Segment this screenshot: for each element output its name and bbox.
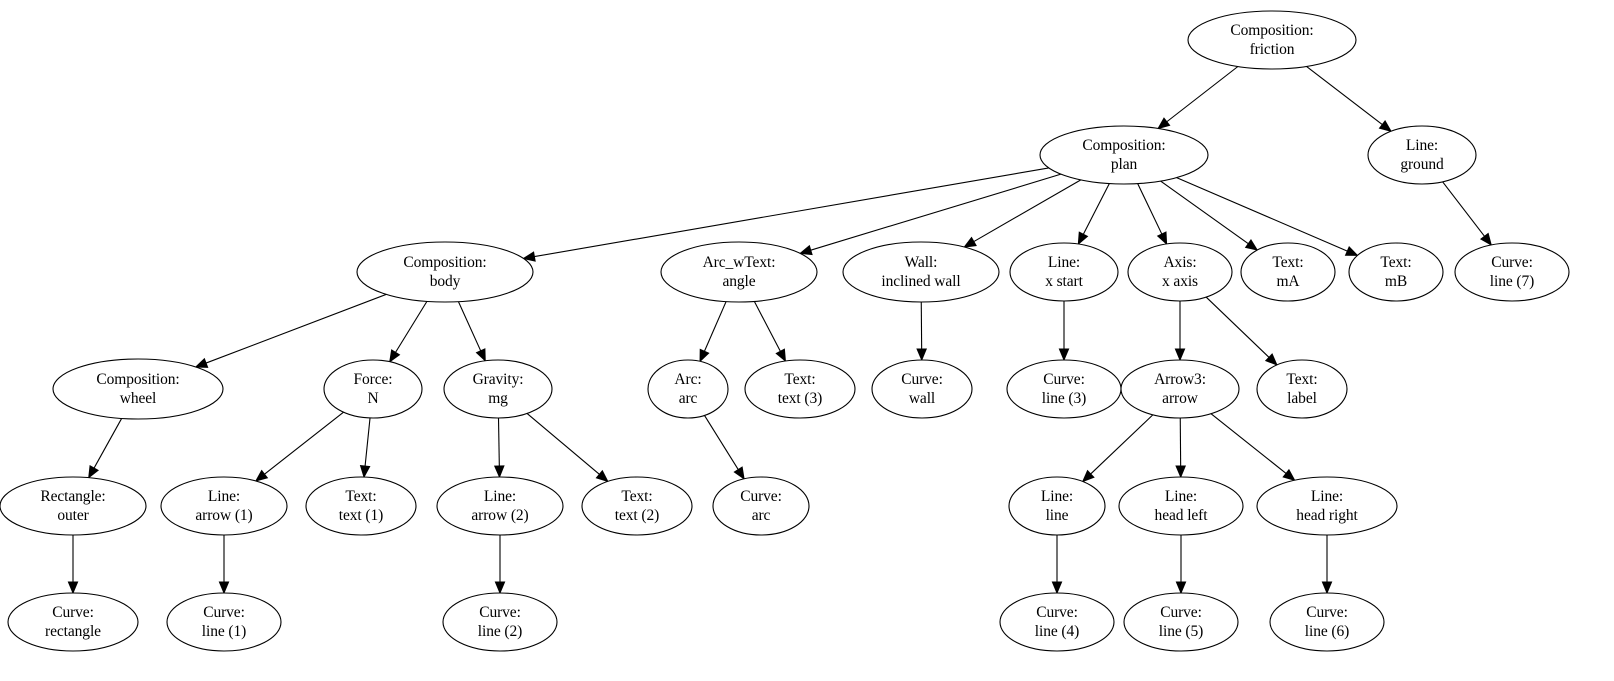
graph-node-text3[interactable] [744,359,856,419]
edge-arrowhead [798,244,813,256]
edge-arrowhead [1058,348,1070,362]
edge-arrowhead [254,469,269,482]
graph-node-plan[interactable] [1039,125,1209,185]
graph-edge [1205,296,1270,358]
edge-arrowhead [1081,469,1095,483]
nodes-layer [0,10,1570,652]
graph-node-body[interactable] [356,241,534,303]
graph-edge [703,301,727,352]
graph-node-ground[interactable] [1367,125,1477,185]
graph-edge [1442,181,1485,237]
graph-node-curveline1[interactable] [166,592,282,652]
graph-edge [364,417,371,467]
edge-arrowhead [1282,468,1296,482]
graph-edge [395,301,428,353]
edges-layer [67,66,1493,595]
graph-edge [1082,183,1110,235]
edge-arrowhead [733,466,745,480]
edge-arrowhead [1051,581,1063,595]
graph-edge [1166,66,1239,123]
edge-arrowhead [1344,245,1359,256]
edge-arrowhead [522,251,536,262]
edge-arrowhead [699,348,710,363]
edge-arrowhead [88,465,99,479]
graph-edge [1160,180,1249,245]
edge-arrowhead [1174,348,1186,362]
graph-node-arrow3[interactable] [1120,359,1240,419]
edge-arrowhead [359,465,371,479]
edge-arrowhead [963,236,977,248]
graph-edge [1306,66,1383,125]
graph-node-line3[interactable] [1006,359,1122,419]
graph-edge [1090,414,1154,475]
edge-arrowhead [775,348,787,363]
graph-node-mA[interactable] [1240,242,1336,302]
edge-arrowhead [1264,353,1278,366]
edge-arrowhead [218,581,230,595]
graph-node-lineline[interactable] [1008,476,1106,536]
graph-node-rectouter[interactable] [0,476,147,536]
graph-edge [534,167,1049,258]
graph-edge [973,179,1082,243]
graph-edge [93,418,123,469]
graph-node-arrow2[interactable] [436,476,564,536]
graph-edge [526,413,600,475]
graph-edge [1210,413,1287,474]
edge-arrowhead [494,581,506,595]
graph-edge [1137,183,1163,235]
graph-edge [810,173,1062,251]
graph-node-headleft[interactable] [1118,476,1244,536]
graph-node-friction[interactable] [1187,10,1357,70]
graph-edge [457,301,482,352]
graph-edge [264,411,344,475]
graph-node-xaxis[interactable] [1127,242,1233,302]
edge-arrowhead [1157,117,1171,130]
graph-edge [497,417,500,467]
edge-arrowhead [1244,239,1259,251]
graph-node-text2[interactable] [581,476,693,536]
graph-edge [704,415,739,470]
graph-node-curveline5[interactable] [1123,592,1239,652]
graph-node-headright[interactable] [1256,476,1398,536]
edge-arrowhead [194,357,209,368]
graph-node-arrow1[interactable] [160,476,288,536]
edge-arrowhead [916,348,928,362]
edge-arrowhead [1321,581,1333,595]
graph-node-curverect[interactable] [7,592,139,652]
edge-arrowhead [493,465,505,479]
edge-arrowhead [1175,465,1187,479]
graph-node-gravitymg[interactable] [443,359,553,419]
graph-edge [205,293,387,364]
graph-node-xstart[interactable] [1009,242,1119,302]
graph-node-wheel[interactable] [52,358,224,420]
edge-arrowhead [1378,119,1393,133]
graph-node-forceN[interactable] [323,359,423,419]
graph-node-inclwall[interactable] [842,241,1000,303]
edge-arrowhead [389,349,401,363]
graph-node-curveline2[interactable] [442,592,558,652]
edge-arrowhead [595,469,609,483]
edge-arrowhead [475,348,486,363]
edge-arrowhead [1077,231,1089,246]
edge-arrowhead [1175,581,1187,595]
graph-node-line7[interactable] [1454,242,1570,302]
graph-node-mB[interactable] [1348,242,1444,302]
graph-node-arc[interactable] [647,359,729,419]
graph-node-angle[interactable] [660,241,818,303]
graph-node-curveline4[interactable] [999,592,1115,652]
edge-arrowhead [1156,231,1168,246]
graph-node-curvearc[interactable] [712,476,810,536]
graph-edge [1176,177,1348,252]
edge-arrowhead [1479,232,1493,247]
graph-node-curveline6[interactable] [1269,592,1385,652]
graph-node-label[interactable] [1256,359,1348,419]
graph-node-text1[interactable] [305,476,417,536]
graph-node-curvewall[interactable] [871,359,973,419]
edge-arrowhead [67,581,79,595]
graph-edge [753,301,781,352]
